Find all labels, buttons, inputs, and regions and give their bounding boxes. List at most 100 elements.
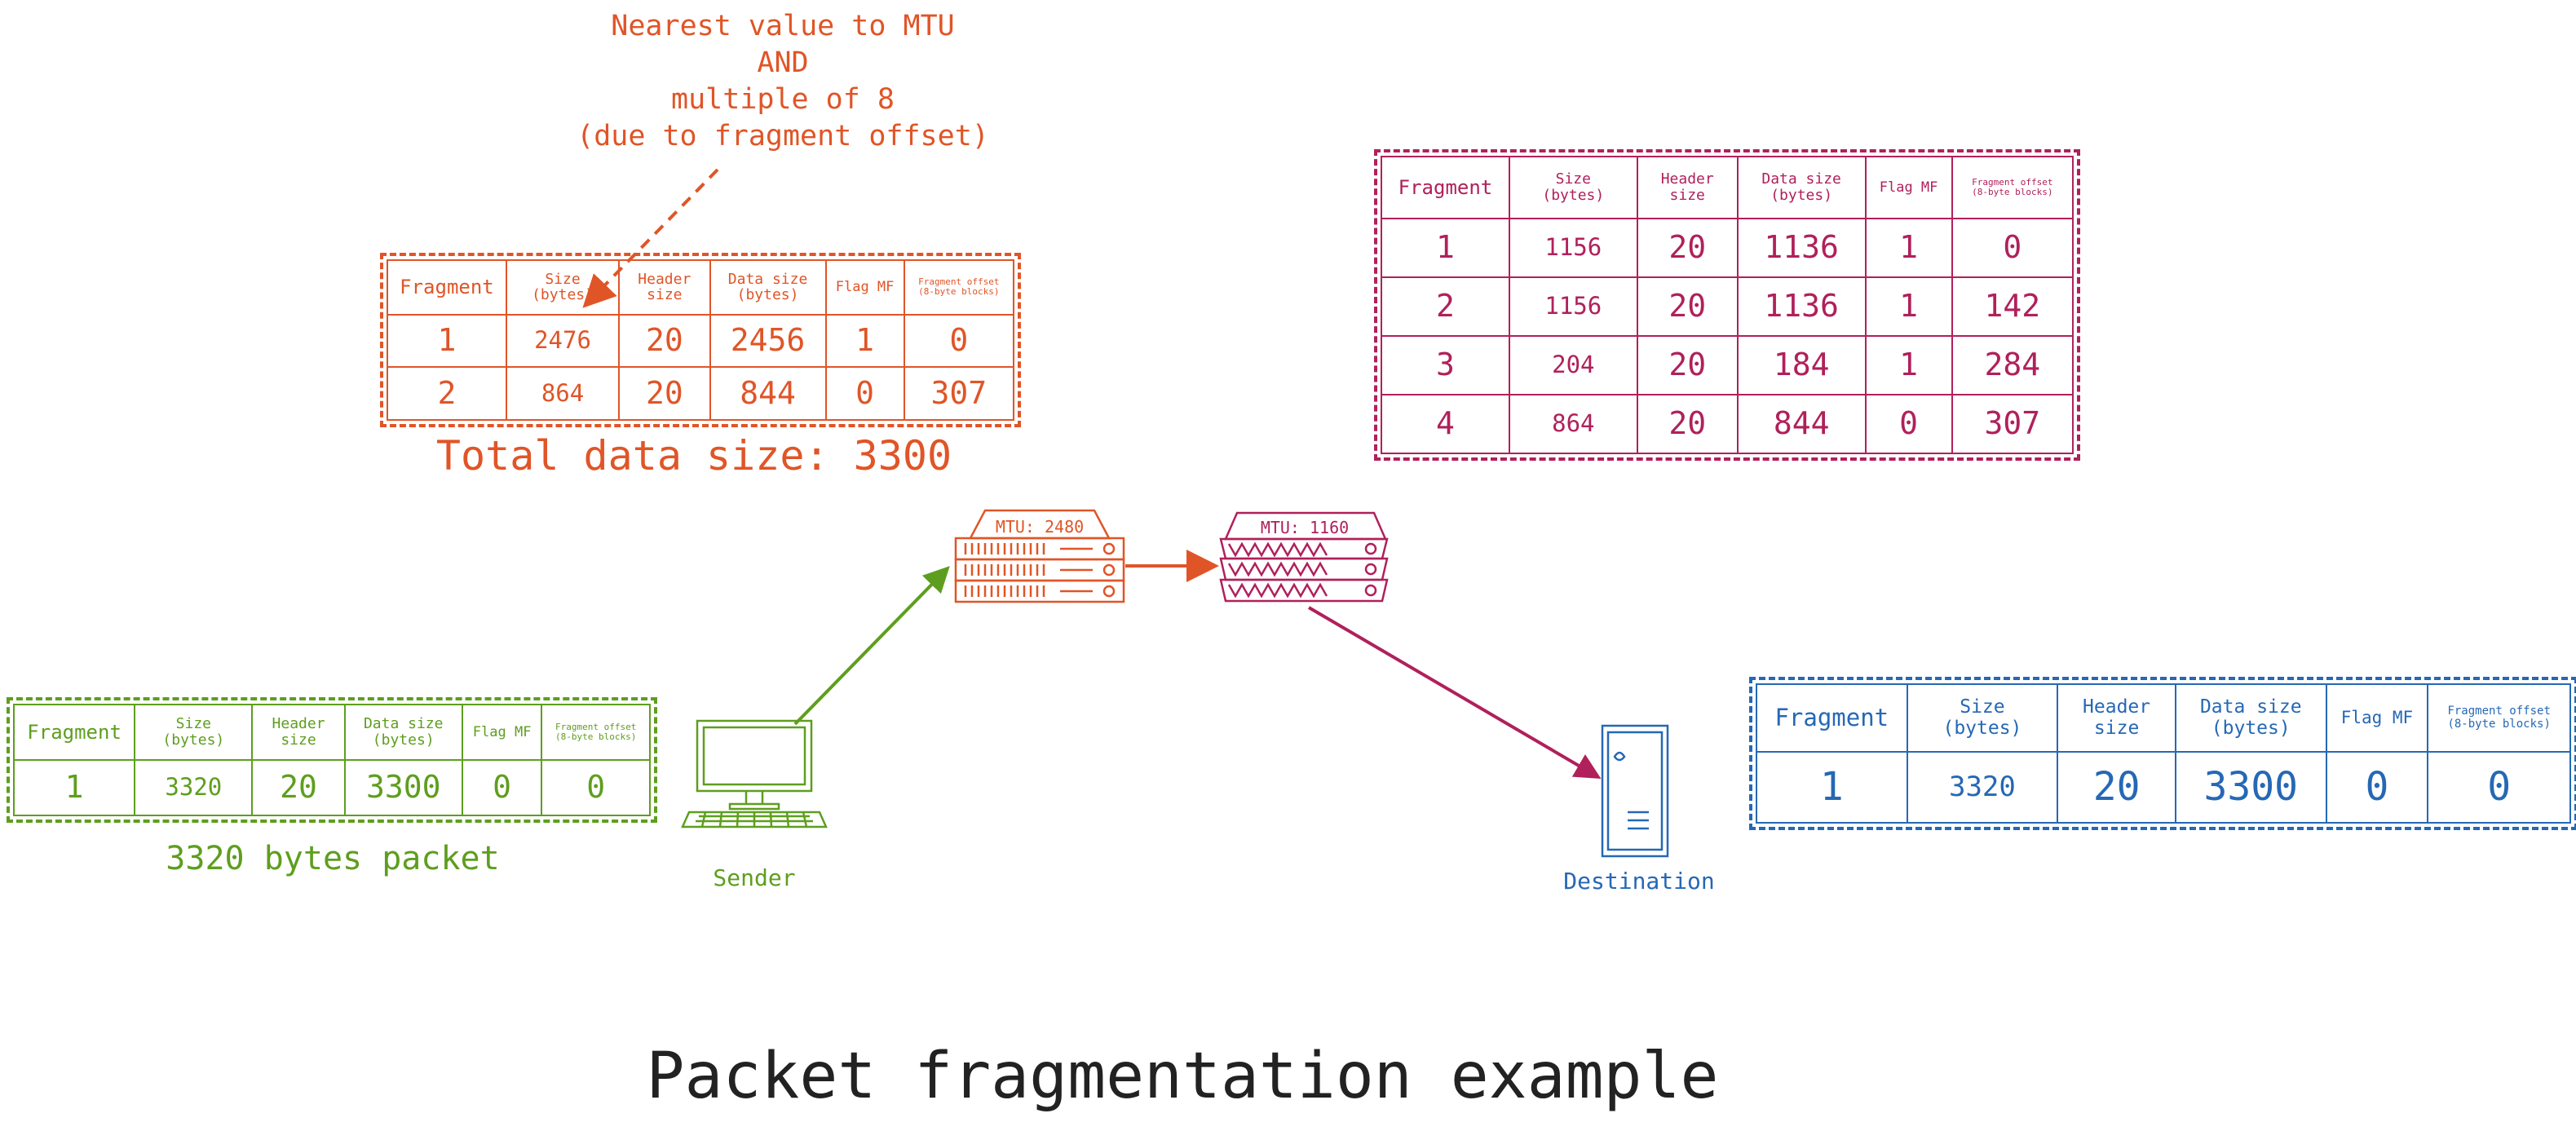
cell-size: 3320 bbox=[134, 759, 254, 816]
cell-size: 2476 bbox=[505, 313, 621, 369]
cell-fragment: 1 bbox=[1756, 751, 1908, 824]
cell-header: 20 bbox=[1636, 335, 1739, 396]
cell-data: 1136 bbox=[1736, 218, 1867, 279]
annotation-line: Nearest value to MTU bbox=[611, 10, 955, 42]
annotation-line: AND bbox=[757, 46, 809, 79]
destination-label: Destination bbox=[1563, 868, 1715, 895]
sender-node: Sender bbox=[681, 718, 828, 891]
cell-header: 20 bbox=[1636, 218, 1739, 279]
cell-header: 20 bbox=[618, 366, 711, 421]
col-size: Size(bytes) bbox=[1906, 683, 2059, 753]
table-row: 3 204 20 184 1 284 bbox=[1381, 335, 2074, 396]
col-data-size: Data size(bytes) bbox=[1736, 155, 1867, 220]
cell-mf: 0 bbox=[1864, 394, 1953, 454]
cell-offset: 0 bbox=[541, 759, 651, 816]
table-row: 2 864 20 844 0 307 bbox=[387, 366, 1015, 421]
cell-data: 2456 bbox=[709, 313, 827, 369]
col-fragment: Fragment bbox=[1381, 155, 1510, 220]
cell-offset: 0 bbox=[903, 313, 1015, 369]
cell-mf: 1 bbox=[1864, 276, 1953, 338]
annotation-line: (due to fragment offset) bbox=[577, 120, 989, 152]
cell-size: 1156 bbox=[1508, 276, 1638, 338]
table-row: 1 2476 20 2456 1 0 bbox=[387, 313, 1015, 369]
server-tower-icon bbox=[1601, 724, 1669, 858]
router-mtu-2480: MTU: 2480 bbox=[954, 507, 1125, 603]
cell-mf: 1 bbox=[1864, 335, 1953, 396]
cell-size: 864 bbox=[1508, 394, 1638, 454]
router-mtu-label: MTU: 1160 bbox=[1260, 518, 1350, 537]
col-flag-mf: Flag MF bbox=[1864, 155, 1953, 220]
page-title: Packet fragmentation example bbox=[646, 1040, 1719, 1113]
sender-packet-caption: 3320 bytes packet bbox=[166, 840, 500, 877]
cell-fragment: 2 bbox=[1381, 276, 1510, 338]
cell-header: 20 bbox=[618, 313, 711, 369]
cell-header: 20 bbox=[1636, 394, 1739, 454]
table-row: 1 3320 20 3300 0 0 bbox=[12, 759, 651, 816]
cell-size: 204 bbox=[1508, 335, 1638, 396]
link-router2-destination bbox=[1307, 606, 1602, 780]
cell-header: 20 bbox=[251, 759, 346, 816]
cell-offset: 307 bbox=[1951, 394, 2074, 454]
router-icon bbox=[1219, 511, 1389, 603]
cell-fragment: 1 bbox=[1381, 218, 1510, 279]
table-row: 1 3320 20 3300 0 0 bbox=[1756, 751, 2571, 824]
col-data-size: Data size(bytes) bbox=[2174, 683, 2327, 753]
cell-mf: 0 bbox=[2325, 751, 2429, 824]
cell-offset: 142 bbox=[1951, 276, 2074, 338]
cell-size: 1156 bbox=[1508, 218, 1638, 279]
cell-size: 3320 bbox=[1906, 751, 2059, 824]
col-size: Size(bytes) bbox=[1508, 155, 1638, 220]
col-fragment-offset: Fragment offset(8-byte blocks) bbox=[2427, 683, 2571, 753]
col-fragment-offset: Fragment offset(8-byte blocks) bbox=[1951, 155, 2074, 220]
cell-size: 864 bbox=[505, 366, 621, 421]
cell-header: 20 bbox=[2057, 751, 2176, 824]
destination-node: Destination bbox=[1549, 722, 1729, 902]
cell-header: 20 bbox=[1636, 276, 1739, 338]
col-fragment: Fragment bbox=[387, 259, 507, 316]
col-size: Size(bytes) bbox=[505, 259, 621, 316]
col-flag-mf: Flag MF bbox=[2325, 683, 2429, 753]
col-fragment: Fragment bbox=[1756, 683, 1908, 753]
cell-fragment: 1 bbox=[12, 759, 136, 816]
col-flag-mf: Flag MF bbox=[824, 259, 905, 316]
cell-offset: 0 bbox=[1951, 218, 2074, 279]
cell-mf: 0 bbox=[461, 759, 543, 816]
cell-data: 3300 bbox=[2174, 751, 2327, 824]
col-flag-mf: Flag MF bbox=[461, 704, 543, 761]
col-fragment: Fragment bbox=[12, 704, 136, 761]
link-sender-router1 bbox=[793, 566, 950, 726]
table-row: 4 864 20 844 0 307 bbox=[1381, 394, 2074, 454]
sender-label: Sender bbox=[713, 864, 796, 891]
table-row: 1 1156 20 1136 1 0 bbox=[1381, 218, 2074, 279]
cell-data: 1136 bbox=[1736, 276, 1867, 338]
cell-data: 3300 bbox=[343, 759, 463, 816]
computer-icon bbox=[681, 719, 828, 828]
cell-offset: 307 bbox=[903, 366, 1015, 421]
cell-data: 184 bbox=[1736, 335, 1867, 396]
cell-mf: 0 bbox=[824, 366, 905, 421]
total-data-size-caption: Total data size: 3300 bbox=[435, 432, 952, 479]
cell-data: 844 bbox=[709, 366, 827, 421]
col-data-size: Data size(bytes) bbox=[709, 259, 827, 316]
cell-offset: 284 bbox=[1951, 335, 2074, 396]
cell-fragment: 2 bbox=[387, 366, 507, 421]
col-fragment-offset: Fragment offset(8-byte blocks) bbox=[903, 259, 1015, 316]
col-data-size: Data size(bytes) bbox=[343, 704, 463, 761]
cell-fragment: 1 bbox=[387, 313, 507, 369]
annotation-line: multiple of 8 bbox=[671, 83, 895, 116]
cell-offset: 0 bbox=[2427, 751, 2571, 824]
cell-mf: 1 bbox=[1864, 218, 1953, 279]
cell-mf: 1 bbox=[824, 313, 905, 369]
cell-data: 844 bbox=[1736, 394, 1867, 454]
router-mtu-1160: MTU: 1160 bbox=[1219, 510, 1390, 604]
col-size: Size(bytes) bbox=[134, 704, 254, 761]
